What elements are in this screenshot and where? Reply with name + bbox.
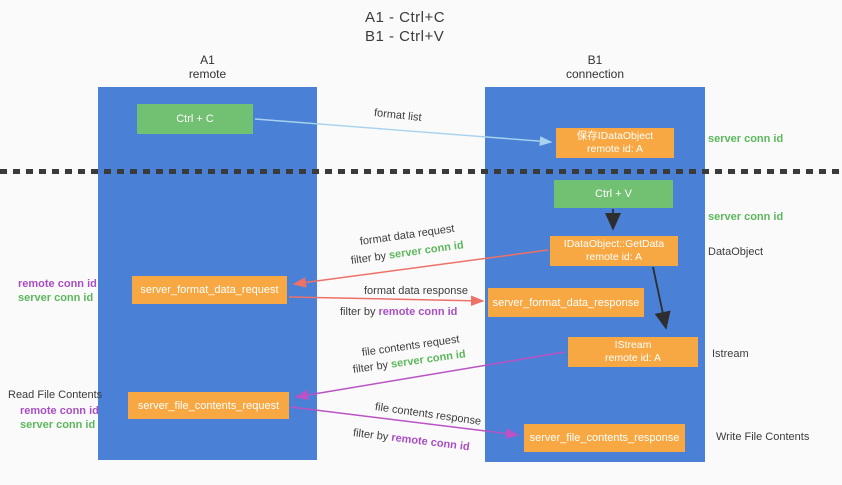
save-idataobject-line1: 保存IDataObject: [576, 130, 654, 142]
conn-id-pair-file: remote conn id server conn id: [20, 404, 99, 432]
save-idataobject-node[interactable]: 保存IDataObject remote id: A: [556, 128, 674, 158]
getdata-line2: remote id: A: [585, 251, 643, 263]
column-header-a1: A1 remote: [98, 53, 317, 81]
server-file-contents-request-node[interactable]: server_file_contents_request: [128, 392, 289, 419]
filter-by-remote-conn-id-label-file: filter by remote conn id: [352, 427, 470, 454]
server-format-data-request-node[interactable]: server_format_data_request: [132, 276, 287, 304]
server-conn-id-label-top: server conn id: [708, 133, 784, 145]
dataobject-label: DataObject: [708, 246, 764, 258]
istream-line1: IStream: [614, 339, 652, 351]
server-conn-id-label-format: server conn id: [18, 292, 94, 304]
server-format-data-request-label: server_format_data_request: [140, 284, 279, 296]
column-b-name: B1: [587, 53, 603, 67]
column-b-subtitle: connection: [565, 67, 625, 81]
ctrl-v-node[interactable]: Ctrl + V: [554, 180, 673, 208]
istream-line2: remote id: A: [604, 352, 662, 364]
column-header-b1: B1 connection: [485, 53, 705, 81]
column-a-name: A1: [200, 53, 215, 67]
format-data-response-label: format data response: [364, 285, 468, 297]
istream-node[interactable]: IStream remote id: A: [568, 337, 698, 367]
remote-conn-id-text: remote conn id: [378, 306, 458, 318]
istream-side-label: Istream: [712, 348, 749, 360]
save-idataobject-line2: remote id: A: [586, 143, 644, 155]
server-file-contents-response-label: server_file_contents_response: [529, 432, 680, 444]
remote-conn-id-label-file: remote conn id: [20, 405, 99, 417]
filter-by-text: filter by: [340, 306, 376, 318]
server-file-contents-response-node[interactable]: server_file_contents_response: [524, 424, 685, 452]
column-a-subtitle: remote: [188, 67, 227, 81]
page-title: A1 - Ctrl+C B1 - Ctrl+V: [365, 8, 445, 46]
server-format-data-response-node[interactable]: server_format_data_response: [488, 288, 644, 317]
read-file-contents-label: Read File Contents: [8, 389, 103, 401]
getdata-node[interactable]: IDataObject::GetData remote id: A: [550, 236, 678, 266]
server-file-contents-request-label: server_file_contents_request: [137, 399, 280, 412]
getdata-line1: IDataObject::GetData: [563, 238, 665, 250]
format-list-label: format list: [373, 107, 423, 124]
ctrl-c-label: Ctrl + C: [176, 113, 214, 125]
remote-conn-id-text: remote conn id: [390, 431, 471, 454]
title-line-1: A1 - Ctrl+C: [365, 9, 446, 26]
write-file-contents-label: Write File Contents: [716, 431, 810, 443]
ctrl-c-node[interactable]: Ctrl + C: [137, 104, 253, 134]
filter-by-remote-conn-id-label-format: filter by remote conn id: [340, 306, 457, 319]
file-contents-response-label: file contents response: [374, 401, 482, 428]
conn-id-pair-format: remote conn id server conn id: [18, 277, 97, 305]
remote-conn-id-label-format: remote conn id: [18, 278, 97, 290]
server-conn-id-label-mid: server conn id: [708, 211, 784, 223]
filter-by-text: filter by: [350, 250, 387, 267]
title-line-2: B1 - Ctrl+V: [365, 28, 445, 45]
ctrl-v-label: Ctrl + V: [595, 188, 632, 200]
server-format-data-response-label: server_format_data_response: [492, 296, 640, 309]
filter-by-text: filter by: [352, 427, 389, 444]
session-separator-line: [0, 169, 842, 174]
server-conn-id-label-file: server conn id: [20, 419, 96, 431]
filter-by-text: filter by: [352, 359, 389, 376]
